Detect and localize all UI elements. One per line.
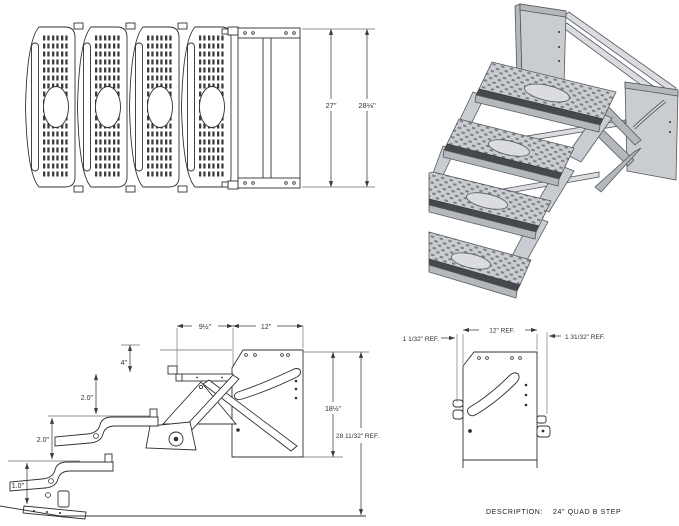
dim-label-1-31-32-ref: 1 31/32" REF. bbox=[565, 334, 605, 341]
side-view-linkage bbox=[145, 373, 298, 452]
dim-label-28-11-32: 28 11/32" REF. bbox=[336, 433, 379, 440]
description-label: DESCRIPTION: bbox=[486, 509, 543, 516]
detail-plate bbox=[452, 351, 551, 468]
iso-tread-4 bbox=[428, 231, 532, 299]
dim-label-1-1-32-ref: 1 1/32" REF. bbox=[403, 336, 439, 343]
isometric-view bbox=[428, 3, 679, 299]
iso-tread-1 bbox=[474, 61, 617, 133]
iso-tread-3 bbox=[428, 171, 552, 240]
dim-label-1-0: 1.0" bbox=[12, 483, 25, 490]
top-view: 27" 28⅛" bbox=[25, 22, 381, 193]
dim-label-18-1-2: 18½" bbox=[325, 405, 342, 413]
dim-label-2-0-b: 2.0" bbox=[37, 437, 50, 444]
side-view-extensions bbox=[8, 326, 369, 462]
dim-label-2-0-a: 2.0" bbox=[81, 395, 94, 402]
detail-view: 12" REF. 1 1/32" REF. 1 31/32" REF. bbox=[403, 324, 605, 468]
dim-label-12: 12" bbox=[261, 324, 272, 331]
dim-label-12-ref: 12" REF. bbox=[489, 328, 515, 335]
ground-line bbox=[0, 505, 366, 517]
side-view: 9½" 12" 4" 2.0" 2.0" 1.0" 18½" 28 11/32"… bbox=[0, 320, 379, 520]
top-view-treads bbox=[25, 26, 232, 188]
detail-dimensions: 12" REF. 1 1/32" REF. 1 31/32" REF. bbox=[403, 324, 605, 414]
title-block: DESCRIPTION: 24" QUAD B STEP bbox=[486, 509, 621, 516]
dim-label-9-1-2: 9½" bbox=[199, 323, 212, 331]
iso-right-bracket bbox=[624, 81, 679, 181]
top-view-dimensions: 27" 28⅛" bbox=[302, 28, 381, 188]
dim-label-28-1-8: 28⅛" bbox=[358, 101, 376, 110]
side-view-mount-plate bbox=[231, 349, 304, 458]
top-view-mounting-frame bbox=[237, 27, 301, 189]
iso-tread-2 bbox=[442, 118, 575, 187]
description-value: 24" QUAD B STEP bbox=[552, 509, 622, 516]
dim-label-4: 4" bbox=[121, 360, 128, 367]
dim-label-27: 27" bbox=[325, 101, 336, 110]
side-view-dimensions: 9½" 12" 4" 2.0" 2.0" 1.0" 18½" 28 11/32"… bbox=[12, 320, 379, 515]
